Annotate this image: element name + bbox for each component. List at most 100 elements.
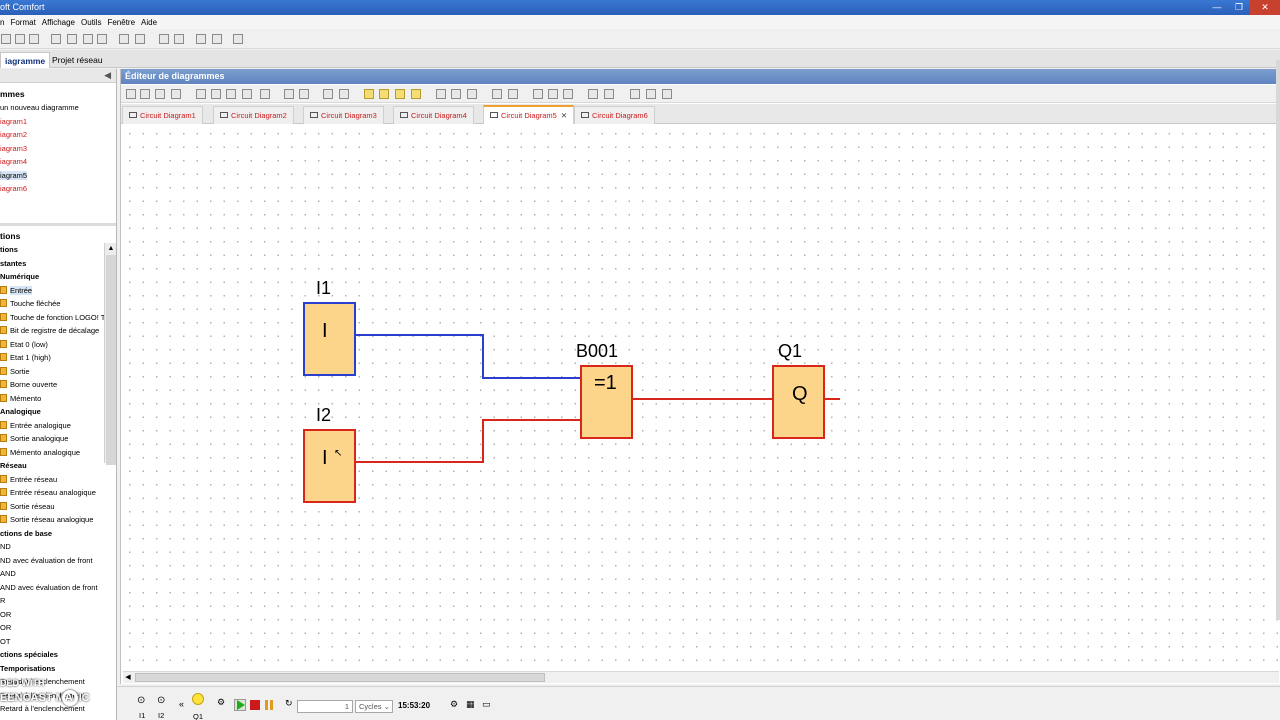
undo-icon[interactable]	[322, 88, 334, 100]
print-icon[interactable]	[28, 33, 40, 45]
scroll-left-icon[interactable]: ◀	[125, 674, 131, 681]
align-center-icon[interactable]	[210, 88, 222, 100]
layout-icon[interactable]	[547, 88, 559, 100]
tree-item[interactable]: Retard à l'enclenchement	[0, 704, 85, 713]
cursor-mode-icon[interactable]	[629, 88, 641, 100]
close-button[interactable]: ✕	[1250, 0, 1280, 15]
tree-item[interactable]: OT	[0, 637, 11, 646]
tree-item[interactable]: AND avec évaluation de front	[0, 583, 98, 592]
tree-item[interactable]: Mémento analogique	[0, 448, 80, 461]
close-tab-icon[interactable]: ✕	[560, 111, 568, 120]
tree-item[interactable]: Retard à l'enclenchement	[0, 677, 85, 686]
gf-icon[interactable]	[378, 88, 390, 100]
tree-item[interactable]: Entrée réseau analogique	[0, 488, 96, 501]
input-block-i1[interactable]: I	[303, 302, 356, 376]
udf-icon[interactable]	[410, 88, 422, 100]
logo-to-pc-icon[interactable]	[173, 33, 185, 45]
menu-format[interactable]: Format	[10, 17, 36, 27]
diagram-canvas[interactable]: I1 I I2 I ↖ B001 =1 Q1 Q	[121, 125, 1280, 670]
network-sim-icon[interactable]: ⚙	[217, 697, 226, 707]
cycles-unit-select[interactable]: Cycles ⌄	[355, 700, 393, 713]
tree-item[interactable]: ND	[0, 542, 11, 551]
tab-circuit-diagram5[interactable]: Circuit Diagram5✕	[483, 105, 575, 124]
open-icon[interactable]	[0, 33, 12, 45]
wire-i2-to-b001[interactable]	[356, 419, 581, 463]
minimize-button[interactable]: —	[1212, 2, 1222, 12]
menu-file[interactable]: n	[0, 17, 5, 27]
split-horizontal-icon[interactable]	[466, 88, 478, 100]
tree-scrollbar[interactable]: ▲	[104, 243, 116, 465]
scroll-thumb[interactable]	[135, 673, 545, 682]
tree-item[interactable]: OR	[0, 623, 12, 632]
tab-circuit-diagram1[interactable]: Circuit Diagram1	[122, 106, 203, 124]
sf-icon[interactable]	[394, 88, 406, 100]
tree-item[interactable]: Touche fléchée	[0, 299, 60, 312]
collapse-left-icon[interactable]: «	[179, 699, 185, 709]
delete-icon[interactable]	[66, 33, 78, 45]
network-view-icon[interactable]	[661, 88, 673, 100]
tree-item[interactable]: Etat 1 (high)	[0, 353, 51, 366]
cycles-input[interactable]: 1	[297, 700, 353, 713]
input-switch-icon[interactable]: ⊙	[157, 695, 166, 706]
reset-icon[interactable]: ↻	[285, 698, 293, 708]
tree-category[interactable]: stantes	[0, 259, 27, 268]
tree-item[interactable]: Entrée réseau	[0, 475, 57, 488]
menu-window[interactable]: Fenêtre	[107, 17, 136, 27]
simulation-icon[interactable]	[587, 88, 599, 100]
tree-category[interactable]: tions	[0, 245, 18, 254]
maximize-button[interactable]: ❐	[1234, 2, 1244, 12]
diagram-item[interactable]: iagram3	[0, 144, 28, 153]
cut-icon[interactable]	[50, 33, 62, 45]
pencil-icon[interactable]	[532, 88, 544, 100]
pause-button[interactable]	[265, 700, 275, 710]
redo-icon[interactable]	[338, 88, 350, 100]
diagram-item[interactable]: iagram1	[0, 117, 28, 126]
scroll-up-icon[interactable]: ▲	[107, 245, 115, 252]
menu-tools[interactable]: Outils	[81, 17, 102, 27]
tree-category[interactable]: Numérique	[0, 272, 40, 281]
diagram-item[interactable]: iagram2	[0, 130, 28, 139]
online-test-icon[interactable]	[603, 88, 615, 100]
time-settings-icon[interactable]: ⚙	[450, 699, 459, 709]
align-middle-icon[interactable]	[241, 88, 253, 100]
new-diagram-item[interactable]: un nouveau diagramme	[0, 103, 79, 112]
tree-item[interactable]: Entrée analogique	[0, 421, 71, 434]
zoom-in-icon[interactable]	[491, 88, 503, 100]
align-top-icon[interactable]	[225, 88, 237, 100]
save-icon[interactable]	[14, 33, 26, 45]
zoom-out-icon[interactable]	[507, 88, 519, 100]
text-icon[interactable]	[170, 88, 182, 100]
tree-category[interactable]: ctions spéciales	[0, 650, 58, 659]
tree-category[interactable]: Temporisations	[0, 664, 56, 673]
diagram-item[interactable]: iagram4	[0, 157, 28, 166]
tree-item[interactable]: Sortie réseau	[0, 502, 55, 515]
tab-circuit-diagram4[interactable]: Circuit Diagram4	[393, 106, 474, 124]
pane-splitter[interactable]	[0, 223, 116, 226]
diagram-item[interactable]: iagram6	[0, 184, 28, 193]
tree-item[interactable]: Sortie réseau analogique	[0, 515, 93, 528]
co-icon[interactable]	[363, 88, 375, 100]
chart-icon[interactable]: ▭	[482, 699, 491, 709]
tab-network-project[interactable]: Projet réseau	[52, 55, 103, 65]
tree-item[interactable]: Borne ouverte	[0, 380, 57, 393]
paste-icon[interactable]	[96, 33, 108, 45]
distribute-icon[interactable]	[259, 88, 271, 100]
tree-item[interactable]: Bit de registre de décalage	[0, 326, 99, 339]
select-icon[interactable]	[125, 88, 137, 100]
tree-category[interactable]: ctions de base	[0, 529, 53, 538]
tree-category[interactable]: Analogique	[0, 407, 41, 416]
right-splitter[interactable]	[1276, 60, 1280, 620]
tab-diagram[interactable]: iagramme	[0, 52, 51, 68]
xor-block-b001[interactable]: =1	[580, 365, 633, 439]
table-icon[interactable]: ▦	[466, 699, 475, 709]
tree-item[interactable]: Etat 0 (low)	[0, 340, 48, 353]
tree-item[interactable]: R	[0, 596, 6, 605]
tree-item[interactable]: Sortie	[0, 367, 30, 380]
tree-item[interactable]: Retard à l'enclenchement	[0, 691, 85, 700]
diagram-item-selected[interactable]: iagram5	[0, 171, 28, 180]
collapse-arrow-icon[interactable]: ◀	[104, 70, 111, 80]
horizontal-scrollbar[interactable]: ◀	[123, 671, 1279, 683]
undo-icon[interactable]	[118, 33, 130, 45]
stop-button[interactable]	[250, 700, 260, 710]
ungroup-icon[interactable]	[298, 88, 310, 100]
